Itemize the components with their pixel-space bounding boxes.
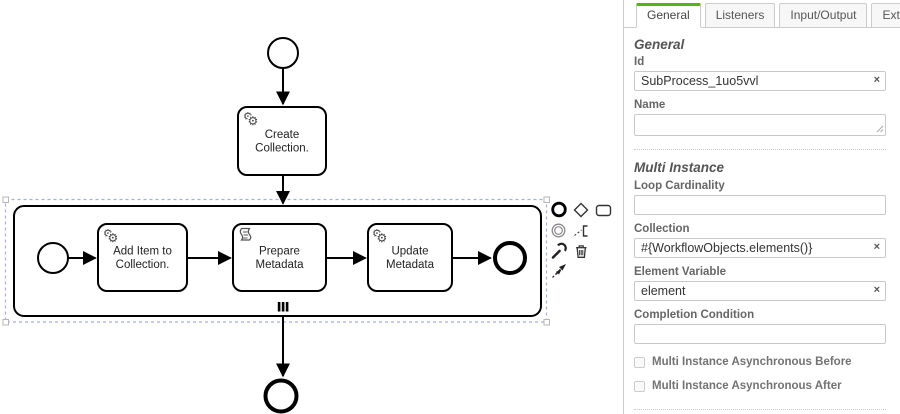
loop-cardinality-input[interactable] — [634, 195, 886, 215]
async-before-label: Multi Instance Asynchronous Before — [652, 356, 852, 368]
task-label: Collection. — [255, 143, 309, 155]
service-task-gear-icon: ⚙ ⚙ — [103, 227, 119, 246]
tab-listeners[interactable]: Listeners — [704, 3, 776, 28]
inner-start-event[interactable] — [37, 242, 69, 274]
task-update-metadata[interactable]: ⚙ ⚙ Update Metadata — [367, 223, 453, 292]
bpmn-canvas[interactable]: ⚙ ⚙ Create Collection. ⚙ ⚙ Add Item to C… — [0, 0, 623, 414]
async-after-checkbox[interactable] — [634, 380, 645, 392]
task-label: Update — [391, 246, 428, 258]
resize-handle-nw[interactable] — [2, 196, 9, 203]
clear-id-button[interactable]: × — [873, 74, 880, 86]
name-input[interactable] — [634, 114, 886, 136]
end-event[interactable] — [263, 378, 299, 414]
id-label: Id — [634, 56, 645, 68]
svg-text:⚙: ⚙ — [248, 114, 259, 128]
resize-handle-ne[interactable] — [543, 196, 550, 203]
completion-condition-input[interactable] — [634, 324, 886, 344]
delete-trash-icon[interactable] — [576, 245, 587, 258]
id-input[interactable] — [634, 71, 886, 91]
service-task-gear-icon: ⚙ ⚙ — [243, 110, 259, 129]
element-variable-input[interactable] — [634, 281, 886, 301]
task-label: Prepare — [259, 246, 300, 258]
collection-label: Collection — [634, 223, 690, 235]
task-add-item-to-collection[interactable]: ⚙ ⚙ Add Item to Collection. — [97, 223, 188, 292]
svg-text:⚙: ⚙ — [243, 110, 253, 123]
inner-end-event[interactable] — [493, 241, 527, 275]
append-text-annotation-icon[interactable] — [574, 225, 588, 237]
task-label: Collection. — [116, 259, 170, 271]
loop-cardinality-label: Loop Cardinality — [634, 180, 725, 192]
tab-extensions[interactable]: Extensions — [871, 3, 900, 28]
service-task-gear-icon: ⚙ ⚙ — [372, 227, 388, 246]
async-after-row: Multi Instance Asynchronous After — [634, 380, 886, 392]
task-label: Create — [265, 129, 300, 141]
task-prepare-metadata[interactable]: Prepare Metadata — [232, 223, 327, 292]
collection-input[interactable] — [634, 238, 886, 258]
task-create-collection[interactable]: ⚙ ⚙ Create Collection. — [237, 106, 327, 176]
clear-element-variable-button[interactable]: × — [873, 284, 880, 296]
append-task-icon[interactable] — [595, 204, 612, 217]
properties-tab-bar: General Listeners Input/Output Extension… — [624, 0, 900, 28]
script-task-icon — [239, 227, 252, 241]
tab-input-output[interactable]: Input/Output — [779, 3, 868, 28]
resize-grip-icon[interactable] — [876, 125, 884, 133]
resize-handle-sw[interactable] — [2, 319, 9, 326]
completion-condition-label: Completion Condition — [634, 309, 755, 321]
multi-instance-parallel-marker — [277, 302, 289, 312]
svg-text:⚙: ⚙ — [108, 231, 119, 245]
start-event[interactable] — [267, 37, 299, 69]
async-after-label: Multi Instance Asynchronous After — [652, 380, 842, 392]
task-label: Metadata — [256, 259, 305, 271]
async-before-row: Multi Instance Asynchronous Before — [634, 356, 886, 368]
task-label: Add Item to — [113, 246, 172, 258]
name-label: Name — [634, 99, 666, 111]
async-before-checkbox[interactable] — [634, 356, 645, 368]
svg-text:⚙: ⚙ — [103, 227, 113, 240]
svg-text:⚙: ⚙ — [377, 231, 388, 245]
clear-collection-button[interactable]: × — [873, 241, 880, 253]
connect-tool-icon[interactable] — [552, 264, 567, 278]
group-separator — [634, 149, 886, 150]
append-gateway-icon[interactable] — [573, 202, 589, 218]
tab-general[interactable]: General — [636, 3, 701, 28]
append-end-event-icon[interactable] — [551, 201, 567, 218]
svg-text:⚙: ⚙ — [372, 227, 382, 240]
change-type-wrench-icon[interactable] — [551, 242, 567, 259]
append-intermediate-event-icon[interactable] — [551, 223, 566, 238]
context-pad — [551, 201, 612, 278]
element-variable-label: Element Variable — [634, 266, 727, 278]
task-label: Metadata — [386, 259, 435, 271]
resize-handle-se[interactable] — [543, 319, 550, 326]
general-group-heading: General — [634, 37, 685, 52]
bottom-separator — [634, 409, 886, 410]
properties-panel: General Listeners Input/Output Extension… — [623, 0, 900, 414]
multi-instance-group-heading: Multi Instance — [634, 160, 725, 175]
